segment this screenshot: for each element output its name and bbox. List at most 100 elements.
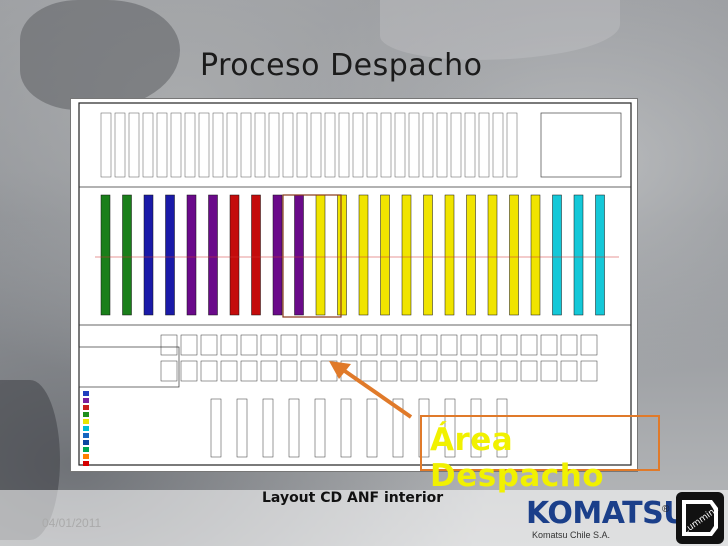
legend-swatch: [83, 405, 89, 410]
storage-rack: [509, 194, 519, 316]
storage-rack: [315, 194, 326, 316]
upper-rack: [436, 112, 448, 178]
bottom-shelf: [280, 360, 298, 382]
bottom-shelf: [520, 360, 538, 382]
bottom-shelf: [580, 360, 598, 382]
bottom-shelf: [400, 334, 418, 356]
legend-swatch: [83, 391, 89, 396]
warehouse-layout-drawing: [70, 98, 638, 472]
upper-rack: [268, 112, 280, 178]
dispatch-dock: [340, 398, 352, 458]
bottom-shelf: [460, 334, 478, 356]
upper-rack: [184, 112, 196, 178]
upper-rack: [156, 112, 168, 178]
upper-rack: [422, 112, 434, 178]
bottom-shelf: [260, 334, 278, 356]
bottom-shelf: [380, 334, 398, 356]
upper-rack: [114, 112, 126, 178]
storage-rack: [208, 194, 218, 316]
dispatch-dock: [210, 398, 222, 458]
upper-rack: [240, 112, 252, 178]
storage-rack: [380, 194, 390, 316]
upper-rack: [282, 112, 294, 178]
dispatch-dock: [418, 398, 430, 458]
bottom-shelf: [560, 360, 578, 382]
storage-rack: [100, 194, 111, 316]
upper-rack: [324, 112, 336, 178]
upper-rack: [506, 112, 518, 178]
upper-rack: [142, 112, 154, 178]
bottom-shelf: [200, 360, 218, 382]
bottom-shelf: [240, 334, 258, 356]
upper-rack: [128, 112, 140, 178]
upper-rack: [226, 112, 238, 178]
upper-rack: [254, 112, 266, 178]
storage-rack: [272, 194, 283, 316]
storage-rack: [573, 194, 584, 316]
upper-rack: [100, 112, 112, 178]
dispatch-dock: [236, 398, 248, 458]
bottom-shelf: [360, 360, 378, 382]
office-block: [78, 346, 180, 388]
upper-rack: [366, 112, 378, 178]
bottom-shelf: [480, 334, 498, 356]
bottom-shelf: [420, 360, 438, 382]
storage-rack: [337, 194, 347, 316]
bottom-shelf: [480, 360, 498, 382]
bottom-shelf: [440, 334, 458, 356]
legend-swatch: [83, 454, 89, 459]
legend-swatch: [83, 419, 89, 424]
storage-rack: [552, 194, 562, 316]
dispatch-dock: [496, 398, 508, 458]
bottom-shelf: [460, 360, 478, 382]
dispatch-dock: [366, 398, 378, 458]
bottom-shelf: [440, 360, 458, 382]
bottom-shelf: [280, 334, 298, 356]
storage-rack: [229, 194, 240, 316]
storage-rack: [466, 194, 476, 316]
background-shadow: [20, 0, 180, 110]
layout-caption: Layout CD ANF interior: [262, 490, 444, 506]
dispatch-dock: [314, 398, 326, 458]
storage-rack: [122, 194, 132, 316]
storage-rack: [165, 194, 175, 316]
storage-rack: [401, 194, 412, 316]
bottom-shelf: [400, 360, 418, 382]
legend-swatch: [83, 412, 89, 417]
komatsu-logo: KOMATSU: [526, 496, 688, 531]
registered-mark: ®: [662, 504, 670, 515]
storage-rack: [487, 194, 498, 316]
upper-rack: [296, 112, 308, 178]
slide-date: 04/01/2011: [42, 516, 102, 530]
dispatch-arrow: [337, 365, 413, 419]
upper-rack: [170, 112, 182, 178]
upper-rack: [380, 112, 392, 178]
bottom-shelf: [540, 334, 558, 356]
bottom-shelf: [200, 334, 218, 356]
bottom-shelf: [420, 334, 438, 356]
bottom-shelf: [500, 334, 518, 356]
upper-rack: [394, 112, 406, 178]
storage-rack: [294, 194, 304, 316]
legend-swatch: [83, 426, 89, 431]
bottom-shelf: [220, 334, 238, 356]
upper-rack: [464, 112, 476, 178]
callout-label: Área Despacho: [430, 422, 605, 494]
upper-rack: [338, 112, 350, 178]
storage-rack: [595, 194, 605, 316]
storage-rack: [423, 194, 433, 316]
legend-swatch: [83, 433, 89, 438]
bottom-shelf: [320, 334, 338, 356]
upper-rack: [212, 112, 224, 178]
company-logo: KOMATSU ® Komatsu Chile S.A. Cummins: [520, 490, 728, 546]
bottom-shelf: [380, 360, 398, 382]
logo-subtitle: Komatsu Chile S.A.: [532, 530, 611, 540]
cummins-logo-icon: Cummins: [676, 492, 724, 544]
layout-plan: [78, 102, 632, 466]
dispatch-arrowhead: [329, 361, 351, 379]
upper-rack: [478, 112, 490, 178]
dispatch-dock: [262, 398, 274, 458]
storage-rack: [251, 194, 261, 316]
dispatch-dock: [470, 398, 482, 458]
upper-rack: [492, 112, 504, 178]
